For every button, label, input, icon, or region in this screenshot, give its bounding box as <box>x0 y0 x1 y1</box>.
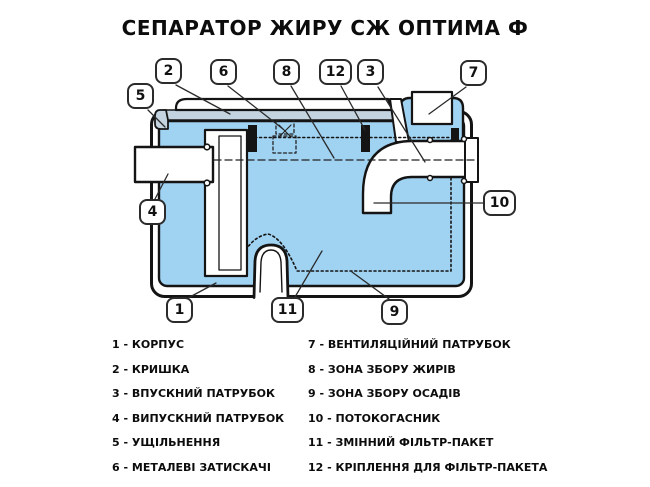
outlet-baffle-inner <box>218 135 242 271</box>
bottom-notch-outline <box>252 243 290 299</box>
legend-item-4: 4 - ВИПУСКНИЙ ПАТРУБОК <box>112 411 285 425</box>
callout-5-seal: 5 <box>127 83 154 109</box>
elbow-clip-top <box>426 136 434 144</box>
legend-item-10: 10 - ПОТОКОГАСНИК <box>308 411 441 425</box>
legend-item-6: 6 - МЕТАЛЕВІ ЗАТИСКАЧІ <box>112 460 271 474</box>
page-title: СЕПАРАТОР ЖИРУ СЖ ОПТИМА Ф <box>121 16 529 40</box>
callout-10-flow-damper: 10 <box>483 190 516 216</box>
legend-item-5: 5 - УЩІЛЬНЕННЯ <box>112 436 221 450</box>
inlet-clamp-top <box>460 135 468 143</box>
legend-column-right: 7 - ВЕНТИЛЯЦІЙНИЙ ПАТРУБОК 8 - ЗОНА ЗБОР… <box>308 333 547 481</box>
filter-pack-outline <box>246 139 452 272</box>
callout-8-grease-zone: 8 <box>273 59 300 85</box>
metal-clamps <box>272 119 297 154</box>
legend-item-9: 9 - ЗОНА ЗБОРУ ОСАДІВ <box>308 387 461 401</box>
elbow-clip-bottom <box>426 174 434 182</box>
callout-6-clamps: 6 <box>210 59 237 85</box>
callout-2-lid: 2 <box>155 58 182 84</box>
lid-cover <box>174 97 394 112</box>
legend-item-11: 11 - ЗМІННИЙ ФІЛЬТР-ПАКЕТ <box>308 436 494 450</box>
leader-lines <box>147 84 484 300</box>
bottom-notch-inner-line <box>259 249 283 293</box>
legend-item-2: 2 - КРИШКА <box>112 362 190 376</box>
callout-3-inlet: 3 <box>357 59 384 85</box>
vent-pipe <box>410 90 454 126</box>
callout-7-vent: 7 <box>460 60 487 86</box>
legend-item-8: 8 - ЗОНА ЗБОРУ ЖИРІВ <box>308 362 456 376</box>
callout-11-filter-pack: 11 <box>271 297 304 323</box>
callout-12-pack-fixture: 12 <box>319 59 352 85</box>
outlet-clamp-top <box>203 143 211 151</box>
legend-item-1: 1 - КОРПУС <box>112 338 185 351</box>
bottom-notch-fill <box>254 245 288 298</box>
inlet-clamp-bottom <box>460 177 468 185</box>
callout-9-sediment-zone: 9 <box>381 299 408 325</box>
seal-hook <box>154 109 169 130</box>
legend-item-3: 3 - ВПУСКНИЙ ПАТРУБОК <box>112 387 275 401</box>
legend-item-12: 12 - КРІПЛЕННЯ ДЛЯ ФІЛЬТР-ПАКЕТА <box>308 460 548 474</box>
flow-damper-elbow <box>361 139 472 215</box>
lid-seal-strip <box>162 109 397 121</box>
callout-4-outlet: 4 <box>139 199 166 225</box>
legend-column-left: 1 - КОРПУС 2 - КРИШКА 3 - ВПУСКНИЙ ПАТРУ… <box>112 333 284 481</box>
legend-item-7: 7 - ВЕНТИЛЯЦІЙНИЙ ПАТРУБОК <box>308 338 511 351</box>
outlet-clamp-bottom <box>203 179 211 187</box>
outlet-pipe <box>133 145 215 184</box>
callout-1-housing: 1 <box>166 297 193 323</box>
